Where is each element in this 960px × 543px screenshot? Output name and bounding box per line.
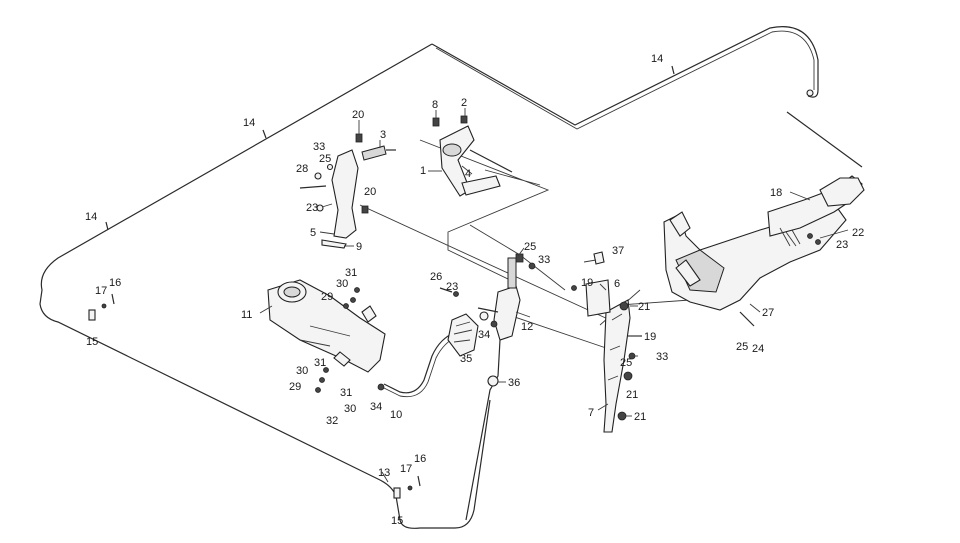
nut-33 bbox=[528, 262, 536, 270]
clip-15-bottom bbox=[393, 487, 401, 499]
clutch-pipe-loop bbox=[39, 26, 863, 529]
part-label: 23 bbox=[446, 281, 458, 293]
clutch-slave-assembly bbox=[663, 175, 865, 327]
part-label: 21 bbox=[626, 389, 638, 401]
part-label: 35 bbox=[460, 353, 472, 365]
part-label: 15 bbox=[391, 515, 403, 527]
part-label: 33 bbox=[656, 351, 668, 363]
part-label: 31 bbox=[314, 357, 326, 369]
clutch-pedal-assembly bbox=[299, 133, 396, 249]
part-label: 18 bbox=[770, 187, 782, 199]
part-label: 4 bbox=[465, 168, 471, 180]
fluid-reservoir bbox=[267, 279, 386, 393]
part-label: 29 bbox=[289, 381, 301, 393]
part-label: 8 bbox=[432, 99, 438, 111]
pushrod-cable bbox=[465, 339, 501, 521]
pipe-clip-14-b bbox=[105, 221, 109, 231]
part-label: 37 bbox=[612, 245, 624, 257]
part-label: 25 bbox=[319, 153, 331, 165]
part-label: 33 bbox=[313, 141, 325, 153]
part-label: 14 bbox=[243, 117, 255, 129]
part-label: 6 bbox=[614, 278, 620, 290]
clevis-36 bbox=[487, 375, 499, 387]
part-label: 33 bbox=[538, 254, 550, 266]
part-label: 14 bbox=[85, 211, 97, 223]
part-label: 32 bbox=[326, 415, 338, 427]
clutch-pipe-upper-right bbox=[435, 30, 815, 130]
part-label: 14 bbox=[651, 53, 663, 65]
part-label: 9 bbox=[356, 241, 362, 253]
part-label: 13 bbox=[378, 467, 390, 479]
part-label: 29 bbox=[321, 291, 333, 303]
reservoir-hose-inner bbox=[383, 335, 459, 398]
brake-pedal-assembly bbox=[432, 115, 513, 197]
part-label: 12 bbox=[521, 321, 533, 333]
pipe-clip-14-c bbox=[671, 65, 675, 75]
bolt-16-left bbox=[111, 293, 115, 305]
part-label: 16 bbox=[109, 277, 121, 289]
part-label: 34 bbox=[478, 329, 490, 341]
part-label: 7 bbox=[588, 407, 594, 419]
part-label: 25 bbox=[736, 341, 748, 353]
part-label: 24 bbox=[752, 343, 764, 355]
part-label: 21 bbox=[634, 411, 646, 423]
part-label: 30 bbox=[344, 403, 356, 415]
part-label: 17 bbox=[95, 285, 107, 297]
pedal-bracket bbox=[571, 251, 642, 433]
part-label: 21 bbox=[638, 301, 650, 313]
clip-15-left bbox=[88, 309, 96, 321]
part-label: 20 bbox=[352, 109, 364, 121]
master-cylinder bbox=[447, 253, 524, 357]
part-label: 28 bbox=[296, 163, 308, 175]
part-label: 25 bbox=[620, 357, 632, 369]
part-label: 27 bbox=[762, 307, 774, 319]
pipe-clip-14-a bbox=[262, 129, 267, 139]
part-label: 31 bbox=[340, 387, 352, 399]
part-label: 15 bbox=[86, 336, 98, 348]
part-label: 26 bbox=[430, 271, 442, 283]
part-label: 34 bbox=[370, 401, 382, 413]
part-label: 3 bbox=[380, 129, 386, 141]
part-label: 1 bbox=[420, 165, 426, 177]
washer-23 bbox=[453, 291, 459, 297]
washer-17-bottom bbox=[407, 485, 413, 491]
guide-line-pedal-to-bracket bbox=[359, 139, 613, 351]
part-label: 30 bbox=[336, 278, 348, 290]
bolt-26 bbox=[439, 287, 453, 293]
washer-17-left bbox=[101, 303, 107, 309]
part-label: 5 bbox=[310, 227, 316, 239]
part-label: 22 bbox=[852, 227, 864, 239]
part-label: 30 bbox=[296, 365, 308, 377]
part-label: 31 bbox=[345, 267, 357, 279]
part-label: 16 bbox=[414, 453, 426, 465]
part-label: 23 bbox=[306, 202, 318, 214]
part-label: 10 bbox=[390, 409, 402, 421]
part-label: 20 bbox=[364, 186, 376, 198]
part-label: 36 bbox=[508, 377, 520, 389]
reservoir-hose bbox=[383, 331, 457, 394]
part-label: 19 bbox=[644, 331, 656, 343]
hose-clamp-34 bbox=[377, 383, 385, 391]
part-label: 11 bbox=[241, 309, 252, 321]
bolt-16-bottom bbox=[417, 475, 421, 487]
leader-lines bbox=[259, 108, 849, 483]
part-label: 17 bbox=[400, 463, 412, 475]
part-label: 19 bbox=[581, 277, 593, 289]
part-label: 25 bbox=[524, 241, 536, 253]
pipe-end-fitting bbox=[806, 89, 814, 97]
part-number-labels: 8 2 20 3 33 25 28 1 4 20 23 5 9 14 14 14… bbox=[85, 53, 864, 527]
part-label: 2 bbox=[461, 97, 467, 109]
part-label: 23 bbox=[836, 239, 848, 251]
